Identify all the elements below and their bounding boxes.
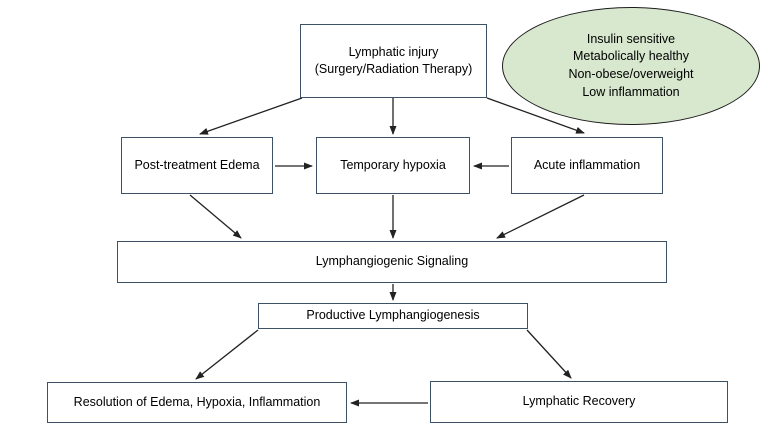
node-temporary-hypoxia-label: Temporary hypoxia xyxy=(340,157,446,172)
node-lymphatic-injury-line1: Lymphatic injury xyxy=(348,44,439,59)
condition-ellipse: Insulin sensitive Metabolically healthy … xyxy=(502,7,760,125)
arrow-productive-to-recovery xyxy=(526,329,572,379)
node-resolution-label: Resolution of Edema, Hypoxia, Inflammati… xyxy=(73,394,321,409)
node-lymphatic-injury: Lymphatic injury (Surgery/Radiation Ther… xyxy=(300,24,487,98)
node-temporary-hypoxia: Temporary hypoxia xyxy=(316,137,470,194)
node-lymphatic-recovery-label: Lymphatic Recovery xyxy=(522,394,636,409)
node-acute-inflammation: Acute inflammation xyxy=(511,137,663,194)
arrow-injury-to-edema xyxy=(199,97,303,135)
condition-line-4: Low inflammation xyxy=(582,84,680,99)
arrow-productive-to-resolution xyxy=(195,329,259,380)
condition-line-1: Insulin sensitive xyxy=(586,31,676,46)
node-acute-inflammation-label: Acute inflammation xyxy=(533,157,641,172)
arrow-inflammation-to-signaling xyxy=(496,194,585,239)
node-post-treatment-edema-label: Post-treatment Edema xyxy=(134,157,260,172)
node-lymphatic-recovery: Lymphatic Recovery xyxy=(430,381,728,423)
node-lymphangiogenic-signaling: Lymphangiogenic Signaling xyxy=(117,241,667,283)
condition-line-3: Non-obese/overweight xyxy=(568,67,694,81)
node-productive-lymphangiogenesis: Productive Lymphangiogenesis xyxy=(258,303,528,329)
condition-line-2: Metabolically healthy xyxy=(572,49,690,64)
node-lymphatic-injury-line2: (Surgery/Radiation Therapy) xyxy=(314,62,473,76)
arrow-edema-to-signaling xyxy=(189,194,242,239)
node-resolution: Resolution of Edema, Hypoxia, Inflammati… xyxy=(47,382,347,423)
node-post-treatment-edema: Post-treatment Edema xyxy=(121,137,273,194)
node-productive-lymphangiogenesis-label: Productive Lymphangiogenesis xyxy=(306,308,480,323)
node-lymphangiogenic-signaling-label: Lymphangiogenic Signaling xyxy=(315,254,469,269)
